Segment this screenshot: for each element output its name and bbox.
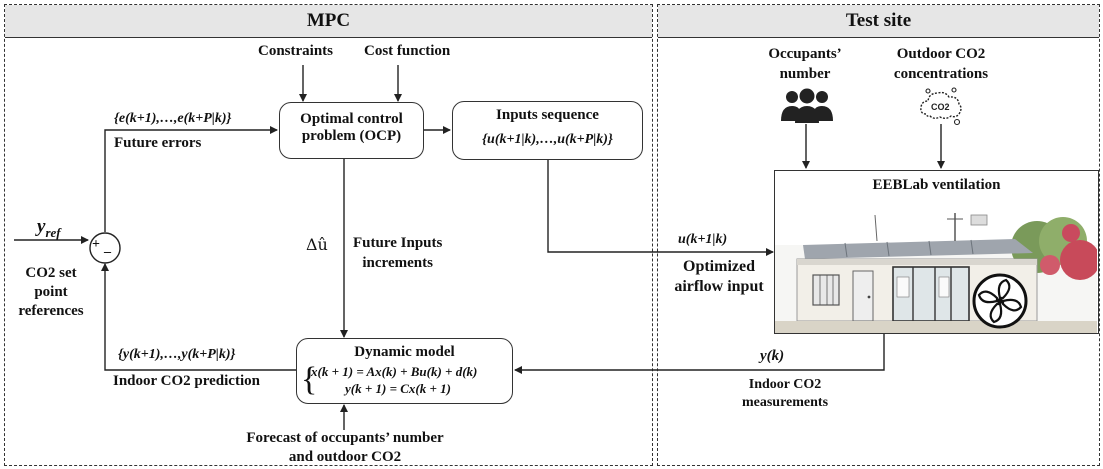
- measure-line2: measurements: [741, 395, 829, 410]
- summing-junction: [89, 232, 121, 264]
- setpoint-line1: CO2 set: [25, 265, 77, 281]
- co2-cloud-icon: CO2: [920, 87, 962, 126]
- dynamic-model-title: Dynamic model: [354, 344, 455, 360]
- prediction-label: Indoor CO2 prediction: [113, 373, 260, 389]
- forecast-line1: Forecast of occupants’ number: [246, 430, 444, 446]
- occupants-label: Occupants’ number: [750, 44, 860, 84]
- equation-1: x(k + 1) = Ax(k) + Bu(k) + d(k): [311, 364, 478, 379]
- errors-arrow: [104, 126, 278, 232]
- y-output-label: y(k): [760, 348, 785, 364]
- measure-line1: Indoor CO2: [748, 377, 822, 392]
- measurements-label: Indoor CO2 measurements: [730, 376, 840, 412]
- mpc-title: MPC: [5, 5, 652, 38]
- prediction-expr: {y(k+1),…,y(k+P|k)}: [118, 347, 236, 362]
- mpc-panel: MPC: [4, 4, 653, 466]
- equation-2: y(k + 1) = Cx(k + 1): [345, 381, 451, 396]
- yk-arrow: [514, 334, 885, 374]
- outdoor-line2: concentrations: [893, 66, 989, 82]
- occupants-icon: [781, 88, 833, 123]
- prediction-arrow: [101, 263, 296, 371]
- forecast-line2: and outdoor CO2: [288, 449, 402, 465]
- yref-label: yref: [37, 216, 61, 241]
- inputs-sequence-box: Inputs sequence {u(k+1|k),…,u(k+P|k)}: [452, 101, 643, 160]
- eeblab-title: EEBLab ventilation: [872, 177, 1001, 193]
- u-input-label: u(k+1|k): [678, 232, 728, 247]
- ocp-box: Optimal control problem (OCP): [279, 102, 424, 159]
- eeblab-building-photo: [775, 205, 1097, 333]
- eeblab-box: EEBLab ventilation: [774, 170, 1099, 334]
- optimized-line1: Optimized: [683, 258, 755, 275]
- u-arrow: [547, 160, 774, 256]
- outdoor-line1: Outdoor CO2: [896, 46, 986, 62]
- optimized-label: Optimized airflow input: [664, 257, 774, 297]
- future-inputs-line2: increments: [362, 255, 433, 271]
- equation-brace: {: [301, 361, 318, 398]
- setpoint-label: CO2 set point references: [10, 264, 92, 321]
- future-errors-expr: {e(k+1),…,e(k+P|k)}: [114, 111, 232, 126]
- occupants-line1: Occupants’: [768, 46, 842, 62]
- future-inputs-label: Future Inputs increments: [353, 233, 442, 273]
- delta-u-label: Δû: [306, 235, 328, 254]
- ocp-line1: Optimal control: [300, 111, 403, 127]
- outdoor-label: Outdoor CO2 concentrations: [874, 44, 1008, 84]
- test-site-panel: Test site: [657, 4, 1100, 466]
- inputs-sequence-expr: {u(k+1|k),…,u(k+P|k)}: [482, 132, 613, 147]
- fan-icon: [972, 273, 1028, 329]
- sum-minus-sign: _: [104, 240, 111, 255]
- test-site-title: Test site: [658, 5, 1099, 38]
- optimized-line2: airflow input: [674, 278, 764, 295]
- future-errors-label: Future errors: [114, 135, 202, 151]
- constraints-label: Constraints: [258, 43, 334, 59]
- occupants-line2: number: [779, 66, 831, 82]
- setpoint-line2: point: [34, 284, 68, 300]
- forecast-label: Forecast of occupants’ number and outdoo…: [220, 429, 470, 467]
- setpoint-line3: references: [18, 303, 84, 319]
- inputs-sequence-title: Inputs sequence: [496, 107, 599, 123]
- yref-main: y: [37, 216, 46, 237]
- co2-icon-text: CO2: [931, 102, 950, 112]
- sum-plus-sign: +: [92, 237, 100, 252]
- future-inputs-line1: Future Inputs: [353, 235, 443, 251]
- ocp-line2: problem (OCP): [301, 128, 402, 144]
- yref-sub: ref: [45, 224, 61, 240]
- dynamic-model-box: Dynamic model { x(k + 1) = Ax(k) + Bu(k)…: [296, 338, 513, 404]
- cost-function-label: Cost function: [364, 43, 451, 59]
